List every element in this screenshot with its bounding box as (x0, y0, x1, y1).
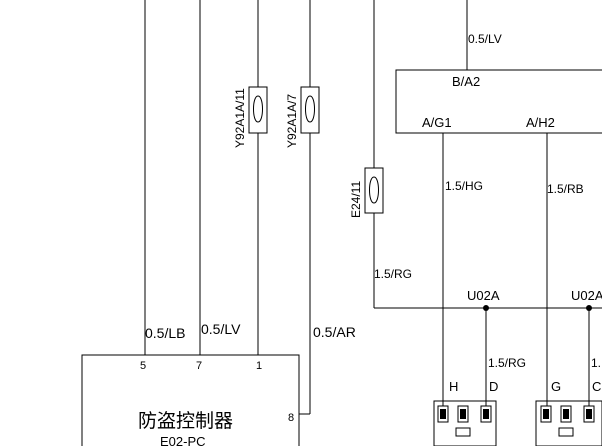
splice-label-left: U02A (467, 288, 500, 303)
wire-label-ar: 0.5/AR (313, 324, 356, 340)
connector-right-pin-g: G (551, 379, 561, 394)
module-pin-h2: A/H2 (526, 115, 555, 130)
wire-label-lv-left: 0.5/LV (201, 321, 241, 337)
wire-label-hg: 1.5/HG (445, 179, 483, 193)
controller-pin-7: 7 (196, 360, 202, 372)
fuse3-label: E24/11 (349, 181, 363, 218)
wire-label-rg-lower: 1.5/RG (488, 356, 526, 370)
connector-left-pin-d: D (489, 379, 498, 394)
anti-theft-controller: 5 7 1 8 防盗控制器 E02-PC (81, 354, 300, 446)
fuse-y92a1a-11 (248, 86, 268, 134)
splice-label-right: U02A (571, 288, 602, 303)
connector-right-pin-c: C (592, 379, 601, 394)
connector-left-pin-h: H (449, 379, 458, 394)
wire-label-partial: 1. (591, 356, 601, 370)
connector-right: G C (535, 379, 602, 446)
controller-name: 防盗控制器 (138, 410, 233, 432)
module-b-a2: B/A2 A/G1 A/H2 (395, 69, 602, 134)
fuse1-label: Y92A1A/11 (233, 88, 247, 148)
wire-label-rb: 1.5/RB (547, 182, 584, 196)
wire-label-rg-upper: 1.5/RG (374, 267, 412, 281)
controller-code: E02-PC (160, 434, 206, 446)
fuse2-label: Y92A1A/7 (285, 94, 299, 148)
controller-pin-5: 5 (140, 360, 146, 372)
controller-pin-8: 8 (288, 412, 294, 424)
wire-label-lb: 0.5/LB (145, 325, 185, 341)
fuse-y92a1a-7 (300, 86, 320, 134)
controller-pin-1: 1 (256, 360, 262, 372)
fuse-e24-11 (364, 167, 384, 214)
wire-label-lv-top: 0.5/LV (468, 32, 502, 46)
module-title: B/A2 (452, 74, 480, 89)
module-pin-g1: A/G1 (422, 115, 452, 130)
connector-left: H D (433, 379, 498, 446)
